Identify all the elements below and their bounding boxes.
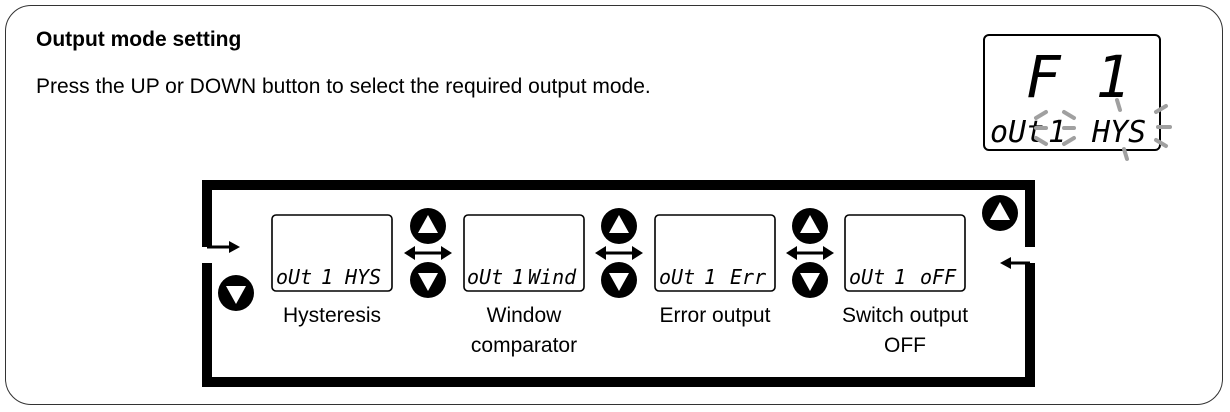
caption-switch-off-line2: OFF	[884, 334, 926, 357]
mode-lcd-label: oUt	[467, 265, 503, 289]
mode-lcd-label: oUt	[276, 265, 312, 289]
down-button-icon[interactable]	[792, 262, 828, 298]
up-button-icon[interactable]	[792, 208, 828, 244]
up-button-icon[interactable]	[601, 208, 637, 244]
mode-lcd-number: 1	[704, 265, 716, 289]
mode-lcd-mode: HYS	[344, 265, 381, 289]
mode-lcd-switch-off: oUt 1 oFF	[844, 214, 966, 292]
lcd-bottom-label: oUt	[990, 115, 1044, 150]
mode-cycle-loop	[202, 180, 1035, 387]
mode-lcd-error: oUt 1 Err	[654, 214, 776, 292]
mode-lcd-mode: Wind	[528, 265, 577, 289]
up-button-icon[interactable]	[410, 208, 446, 244]
caption-switch-off: Switch output	[842, 304, 968, 327]
lcd-bottom-selection: 1	[1048, 115, 1066, 150]
loop-entry-arrow-icon	[207, 241, 240, 253]
double-arrow-icon	[404, 246, 452, 260]
mode-lcd-mode: Err	[730, 265, 766, 289]
down-button-icon[interactable]	[601, 262, 637, 298]
lcd-bottom-mode: HYS	[1091, 115, 1146, 150]
mode-lcd-window: oUt 1 Wind	[463, 214, 585, 292]
loop-return-arrow-icon	[1000, 257, 1030, 269]
caption-error: Error output	[660, 304, 771, 327]
instruction-text: Press the UP or DOWN button to select th…	[36, 75, 651, 98]
mode-lcd-number: 1	[894, 265, 906, 289]
main-lcd-display: F 1 oUt 1 HYS	[983, 34, 1172, 161]
up-button-icon[interactable]	[982, 195, 1018, 231]
down-button-icon[interactable]	[218, 275, 254, 311]
mode-lcd-mode: oFF	[920, 265, 957, 289]
down-button-icon[interactable]	[410, 262, 446, 298]
mode-lcd-label: oUt	[849, 265, 885, 289]
blink-marks-icon	[1034, 98, 1172, 161]
lcd-top-line: F 1	[1026, 43, 1131, 111]
double-arrow-icon	[595, 246, 643, 260]
mode-lcd-number: 1	[512, 265, 524, 289]
mode-lcd-number: 1	[321, 265, 333, 289]
caption-window-line2: comparator	[471, 334, 577, 357]
double-arrow-icon	[786, 246, 834, 260]
caption-hysteresis: Hysteresis	[283, 304, 381, 327]
caption-window: Window	[487, 304, 563, 327]
section-title: Output mode setting	[36, 28, 242, 51]
mode-lcd-hysteresis: oUt 1 HYS	[271, 214, 393, 292]
mode-lcd-label: oUt	[659, 265, 695, 289]
panel-frame	[5, 5, 1223, 405]
